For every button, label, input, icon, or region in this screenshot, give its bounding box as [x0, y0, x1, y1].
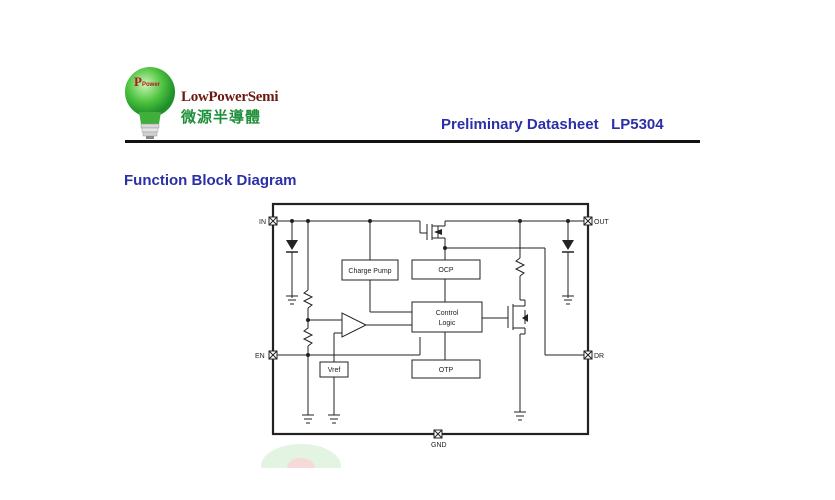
- logo-text: Power: [142, 82, 161, 88]
- pin-out-label: OUT: [594, 219, 610, 226]
- pin-gnd-label: GND: [431, 442, 447, 449]
- otp-block: [411, 359, 481, 379]
- svg-text:P: P: [134, 74, 142, 89]
- control-logic-block: [411, 301, 483, 333]
- control-logic-label-line1: Control: [436, 310, 459, 317]
- document-title: Preliminary Datasheet LP5304: [441, 116, 664, 133]
- brand-name-english: LowPowerSemi: [181, 89, 279, 105]
- charge-pump-label: Charge Pump: [348, 268, 391, 275]
- vref-label: Vref: [328, 367, 341, 374]
- control-logic-label-line2: Logic: [439, 320, 456, 327]
- charge-pump-block: [341, 259, 399, 281]
- section-title: Function Block Diagram: [124, 172, 297, 189]
- vref-block: [319, 361, 349, 378]
- function-block-diagram: Charge Pump OCP Control Logic Vref OTP I…: [255, 202, 610, 449]
- logo-watermark: [261, 444, 341, 468]
- ocp-label: OCP: [438, 267, 454, 274]
- ocp-block: [411, 259, 481, 280]
- header-divider: [125, 140, 700, 143]
- package-outline: [271, 202, 590, 436]
- brand-name-chinese: 微源半導體: [181, 108, 262, 126]
- pin-en-label: EN: [255, 353, 265, 360]
- pin-dr-label: DR: [594, 353, 604, 360]
- otp-label: OTP: [439, 367, 454, 374]
- lightbulb-logo-icon: P Power: [125, 67, 175, 139]
- pin-in-label: IN: [259, 219, 266, 226]
